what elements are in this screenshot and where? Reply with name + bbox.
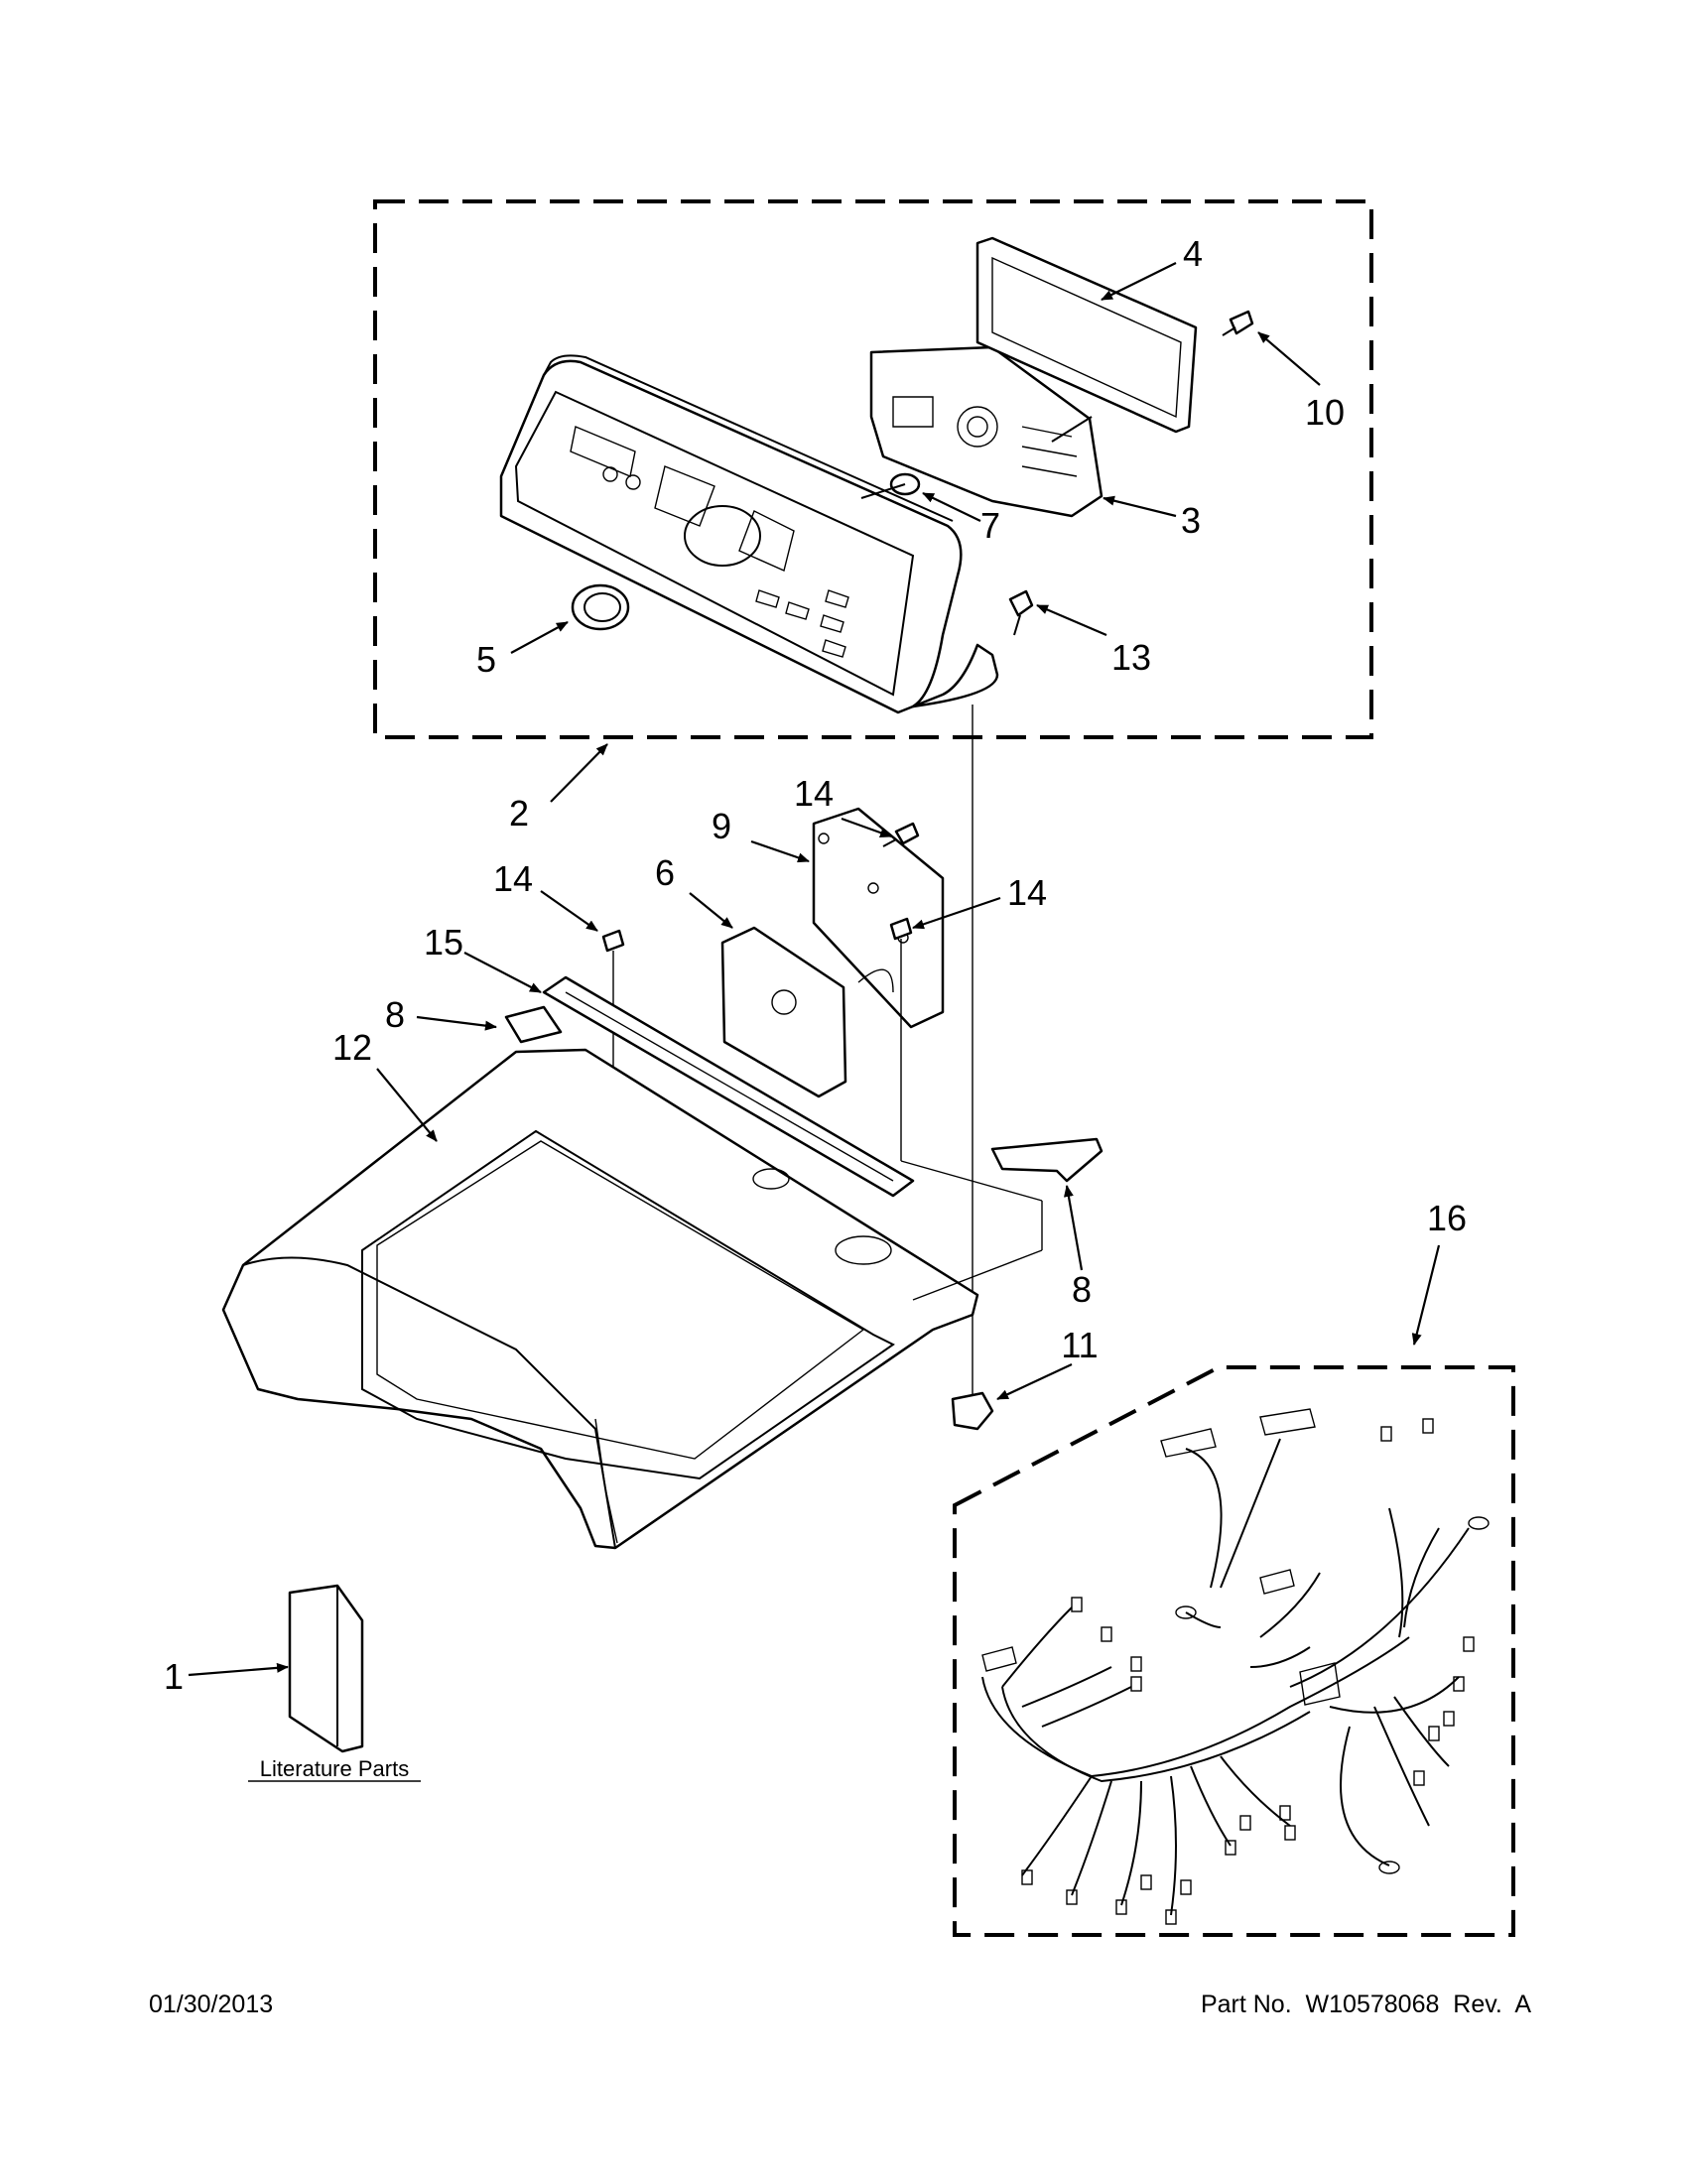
footer-part-number: Part No. W10578068 Rev. A [1200, 1991, 1531, 2018]
callout-14-right: 14 [1007, 872, 1047, 913]
leader-7 [922, 492, 981, 522]
footer-date: 01/30/2013 [149, 1991, 274, 2018]
callout-16: 16 [1427, 1198, 1467, 1238]
callout-9: 9 [712, 806, 731, 846]
callout-2: 2 [509, 793, 529, 834]
callout-10: 10 [1305, 392, 1345, 433]
leader-8a [416, 1015, 497, 1031]
callout-1: 1 [164, 1656, 184, 1697]
callout-8-left: 8 [385, 994, 405, 1035]
leader-9 [750, 839, 810, 863]
pad-right-part [990, 1137, 1103, 1183]
leader-11 [996, 1363, 1073, 1400]
leader-5 [510, 621, 569, 654]
screw-10-part [1222, 310, 1254, 336]
user-interface-board-part [869, 345, 1103, 518]
leader-14a [841, 817, 892, 838]
screw-14-right-part [889, 917, 913, 1161]
callout-4: 4 [1183, 233, 1203, 274]
console-group-box [373, 199, 1373, 739]
callout-7: 7 [980, 505, 1000, 546]
harness-group-box [953, 1365, 1515, 1937]
leader-12 [376, 1068, 438, 1142]
callout-5: 5 [476, 639, 496, 680]
machine-control-part [720, 926, 894, 1098]
leader-15 [463, 952, 542, 993]
knob-washer-part [860, 472, 921, 499]
leader-3 [1103, 495, 1177, 518]
wire-harness-part [981, 1408, 1490, 1925]
callout-14-top: 14 [794, 773, 834, 814]
callout-12: 12 [332, 1027, 372, 1068]
callout-13: 13 [1111, 637, 1151, 678]
leader-2 [550, 743, 608, 803]
screw-14-top-part [882, 822, 920, 847]
leader-6 [689, 892, 733, 929]
top-panel-part [221, 1048, 1043, 1550]
mounting-bracket-part [812, 807, 945, 1029]
grommet-part [951, 1391, 994, 1431]
console-panel [499, 354, 999, 714]
leader-16 [1411, 1244, 1441, 1346]
callout-15: 15 [424, 922, 463, 963]
leader-14b [540, 890, 598, 932]
callout-11: 11 [1061, 1325, 1098, 1365]
callout-8-right: 8 [1072, 1269, 1092, 1310]
literature-parts-label: Literature Parts [260, 1756, 409, 1781]
leader-10 [1257, 331, 1321, 386]
leader-4 [1101, 262, 1177, 301]
knob-part [571, 583, 630, 631]
leader-1 [188, 1662, 289, 1677]
callout-3: 3 [1181, 500, 1201, 541]
leader-14c [912, 896, 1001, 930]
screw-13-part [1008, 589, 1034, 636]
leader-8b [1063, 1185, 1084, 1271]
callout-6: 6 [655, 852, 675, 893]
console-rear-cover-part [975, 236, 1198, 443]
literature-booklet-part [288, 1584, 364, 1753]
callout-14-left: 14 [493, 858, 533, 899]
console-support-part [542, 975, 915, 1198]
leader-13 [1036, 603, 1107, 637]
pad-left-part [504, 1005, 563, 1044]
